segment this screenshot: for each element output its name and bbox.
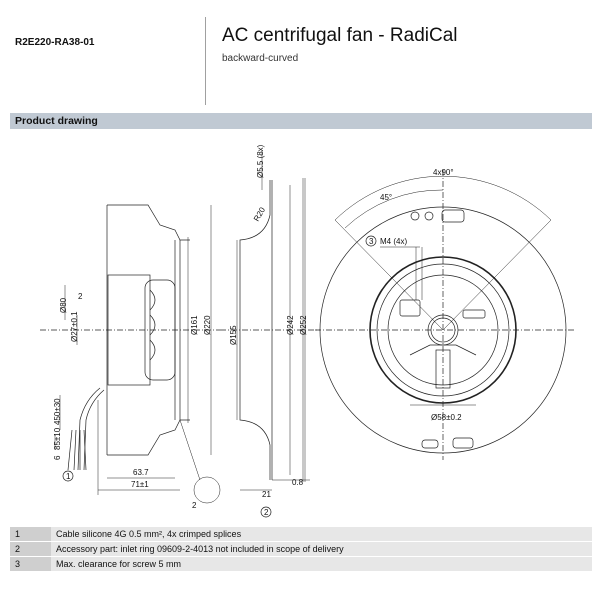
dim-d242: Ø242 (286, 315, 295, 335)
dim-21: 21 (262, 490, 271, 499)
dim-4x90: 4x90° (433, 168, 454, 177)
fan-side-view (40, 204, 220, 471)
callout-2-circle (260, 506, 272, 518)
dim-d27: Ø27±0.1 (70, 311, 79, 342)
dim-45: 45° (380, 193, 392, 202)
dim-d220: Ø220 (203, 315, 212, 335)
dim-strip-85: 85±10 (53, 427, 62, 450)
dim-2-detail: 2 (192, 501, 197, 510)
section-title: Product drawing (15, 115, 98, 127)
dim-m4: M4 (4x) (380, 237, 407, 246)
inlet-ring-view (220, 150, 320, 491)
dim-d252: Ø252 (299, 315, 308, 335)
note-text: Max. clearance for screw 5 mm (51, 557, 592, 571)
product-subtitle: backward-curved (222, 53, 299, 64)
product-drawing: Ø80 Ø27±0.1 2 450±30 85±10 6 1 Ø161 Ø220… (40, 144, 575, 518)
note-number: 2 (10, 542, 51, 556)
note-text: Accessory part: inlet ring 09609-2-4013 … (51, 542, 592, 556)
dim-strip-6: 6 (53, 455, 62, 460)
callout-3: 3 (369, 237, 374, 246)
callout-1: 1 (66, 472, 71, 481)
dim-63-7: 63.7 (133, 468, 149, 477)
note-number: 3 (10, 557, 51, 571)
note-number: 1 (10, 527, 51, 541)
dim-2-hub: 2 (78, 292, 83, 301)
dim-r20: R20 (252, 205, 267, 223)
dim-d80: Ø80 (59, 297, 68, 313)
side-dimensions (54, 205, 221, 504)
callout-1-circle (62, 470, 74, 482)
callout-3-circle (365, 235, 377, 247)
dim-holes: Ø5.5 (8x) (256, 144, 265, 178)
dim-d58: Ø58±0.2 (431, 413, 462, 422)
callout-2: 2 (264, 508, 269, 517)
dim-0-8: 0.8 (292, 478, 304, 487)
dim-d155: Ø155 (229, 325, 238, 345)
fan-front-view (304, 170, 575, 482)
dim-d161: Ø161 (190, 315, 199, 335)
dim-cable-length: 450±30 (53, 398, 62, 425)
note-text: Cable silicone 4G 0.5 mm², 4x crimped sp… (51, 527, 592, 541)
header-divider (205, 17, 206, 105)
product-title: AC centrifugal fan - RadiCal (222, 25, 458, 46)
section-header-product-drawing: Product drawing (10, 113, 592, 129)
dim-71: 71±1 (131, 480, 149, 489)
model-number: R2E220-RA38-01 (15, 37, 95, 48)
